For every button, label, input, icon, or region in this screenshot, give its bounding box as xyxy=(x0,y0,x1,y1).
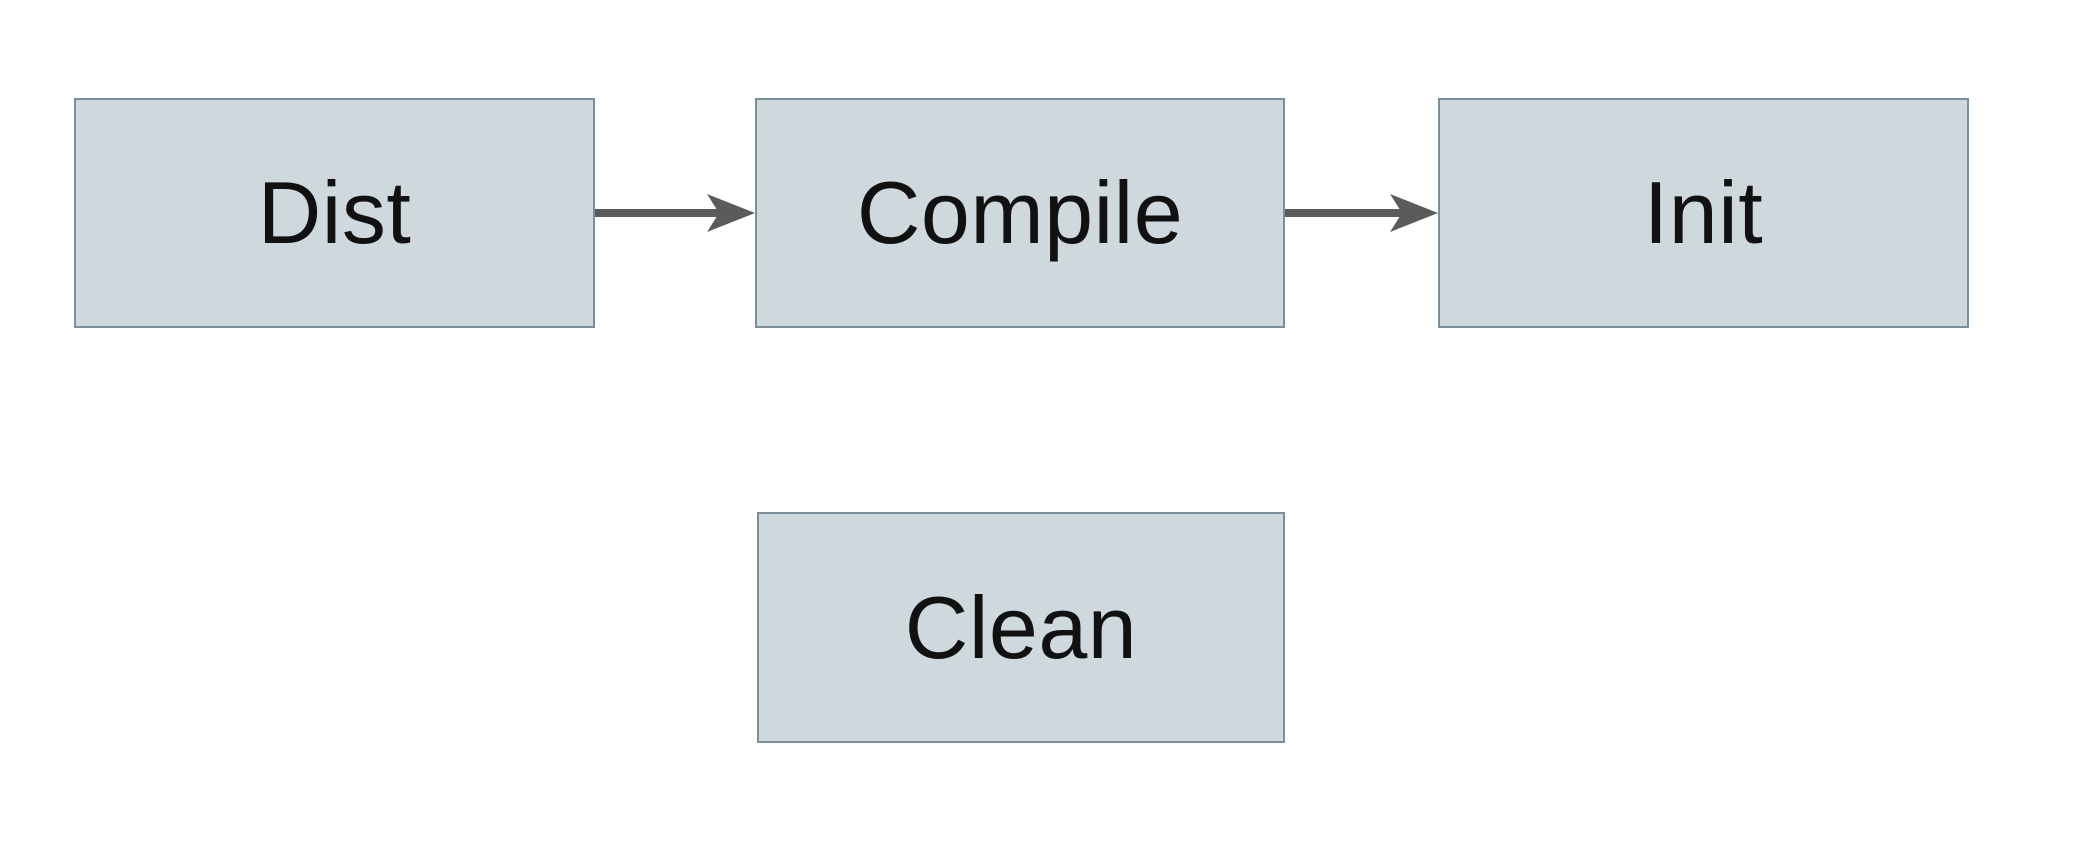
node-dist-label: Dist xyxy=(257,163,412,262)
edge-dist-compile xyxy=(595,194,755,232)
node-clean-label: Clean xyxy=(904,577,1138,677)
node-init-label: Init xyxy=(1643,163,1764,262)
arrow-head-icon xyxy=(1390,194,1438,232)
edge-compile-init xyxy=(1285,194,1438,232)
node-dist[interactable]: Dist xyxy=(74,98,595,328)
node-compile-label: Compile xyxy=(856,163,1184,262)
node-compile[interactable]: Compile xyxy=(755,98,1285,328)
arrow-head-icon xyxy=(707,194,755,232)
node-clean[interactable]: Clean xyxy=(757,512,1285,743)
node-init[interactable]: Init xyxy=(1438,98,1969,328)
